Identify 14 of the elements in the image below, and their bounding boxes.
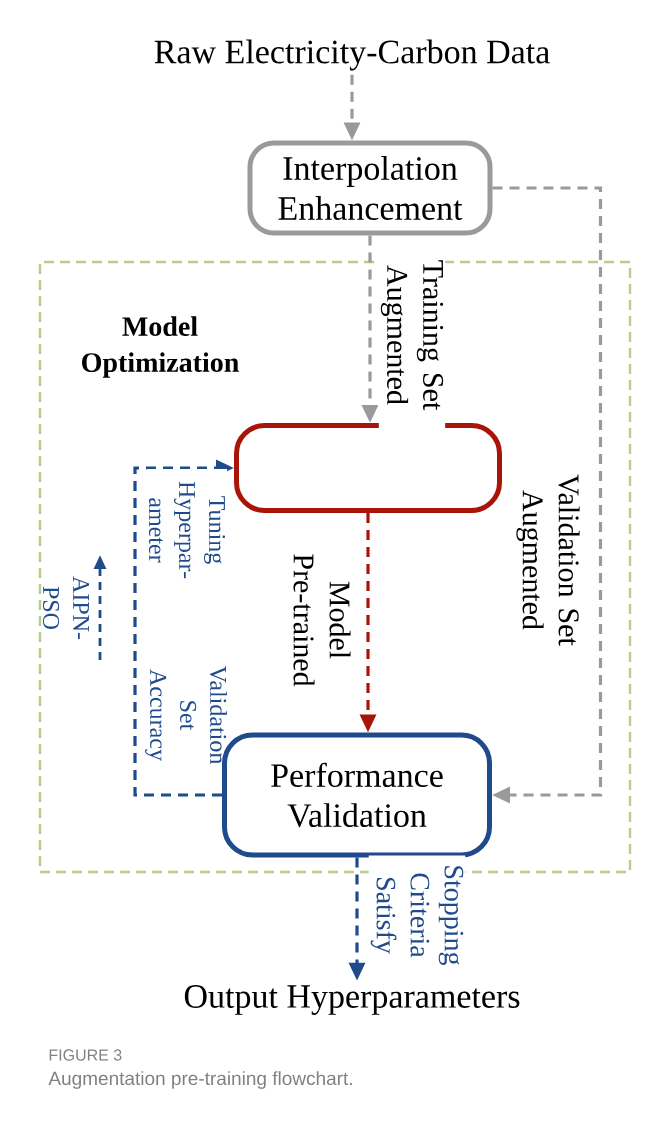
caption: Augmentation pre-training flowchart. [48, 1071, 352, 1089]
process-box [234, 423, 502, 513]
note-text: AIPN- PSO [43, 576, 90, 640]
node-text: Raw Electricity-Carbon Data [154, 39, 550, 71]
figure-number: FIGURE 3 [49, 1049, 122, 1061]
group-heading: Model Optimization [82, 316, 239, 378]
process-box: Interpolation Enhancement [247, 140, 493, 236]
node-text: Output Hyperparameters [184, 985, 520, 1015]
edge-label: Tuning Hyperpar- ameter [146, 469, 228, 591]
edge-label: Stopping Criteria Satisfy [368, 855, 466, 975]
edge-label: Validation Set Augmented [514, 458, 582, 662]
arrow [492, 186, 603, 804]
edge-label: Model Pre-trained [291, 533, 353, 707]
edge-label: Training Set Augmented [378, 238, 446, 432]
